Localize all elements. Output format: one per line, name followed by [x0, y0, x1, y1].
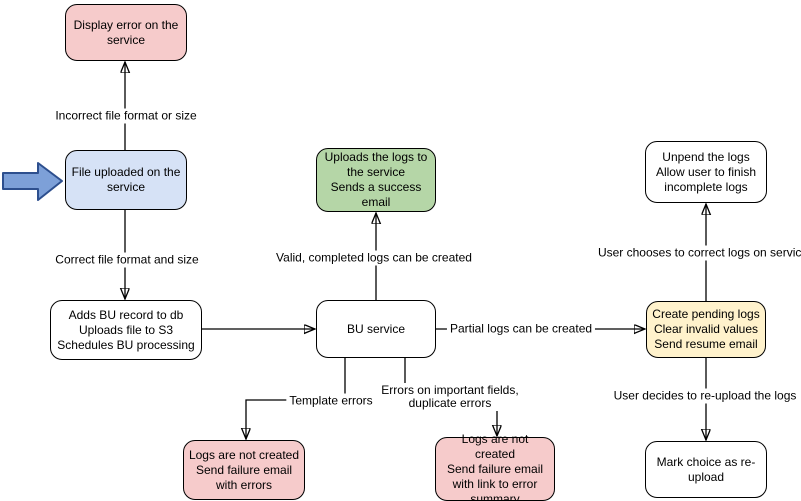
- node-logs-not-created-summary: Logs are not created Send failure email …: [435, 432, 555, 501]
- edge-label-correct-format: Correct file format and size: [52, 252, 202, 268]
- edge-label-incorrect-format: Incorrect file format or size: [52, 108, 200, 124]
- edge-label-valid-completed: Valid, completed logs can be created: [273, 250, 475, 266]
- node-adds-bu-record: Adds BU record to db Uploads file to S3 …: [50, 300, 202, 360]
- node-unpend-logs: Unpend the logs Allow user to finish inc…: [645, 141, 767, 203]
- edge-label-important-field-errors: Errors on important fields, duplicate er…: [378, 383, 522, 411]
- edge-label-user-decides-reupload: User decides to re-upload the logs: [610, 388, 800, 404]
- input-pointer-arrow-icon: [2, 162, 63, 201]
- edge-label-template-errors: Template errors: [286, 393, 376, 409]
- node-display-error: Display error on the service: [65, 4, 187, 61]
- node-create-pending-logs: Create pending logs Clear invalid values…: [646, 301, 766, 358]
- node-uploads-logs-success: Uploads the logs to the service Sends a …: [316, 148, 436, 212]
- edge-label-user-chooses-correct: User chooses to correct logs on service: [594, 245, 801, 261]
- node-mark-choice-reupload: Mark choice as re-upload: [645, 441, 767, 498]
- node-logs-not-created-errors: Logs are not created Send failure email …: [183, 440, 305, 500]
- node-file-uploaded: File uploaded on the service: [65, 150, 187, 210]
- edge-label-partial-logs: Partial logs can be created: [446, 321, 596, 337]
- node-bu-service: BU service: [316, 300, 436, 358]
